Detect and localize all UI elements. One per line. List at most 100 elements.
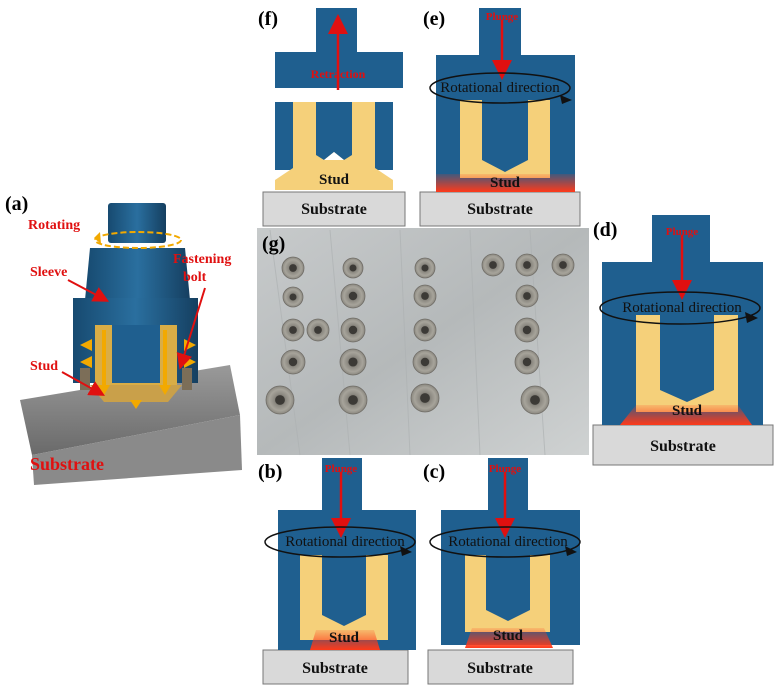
- sleeve-f-core: [316, 102, 352, 160]
- substrate-d-label: Substrate: [650, 438, 716, 455]
- stud-sample-hole: [489, 261, 497, 269]
- panel-c-label: (c): [423, 461, 445, 483]
- panel-a-label: (a): [5, 193, 28, 215]
- panel-f-label: (f): [258, 8, 278, 30]
- rotation-ellipse-c: [429, 526, 581, 558]
- substrate-label: Substrate: [30, 454, 104, 474]
- plunge-b-label: Plunge: [325, 463, 358, 475]
- panel-c: (c) Substrate Stud Plunge Rotational dir…: [423, 458, 581, 685]
- panel-b-label: (b): [258, 461, 282, 483]
- rotation-e-label: Rotational direction: [440, 80, 560, 96]
- stud-sample-hole: [421, 292, 429, 300]
- rotation-ellipse-b: [264, 526, 416, 558]
- substrate-b: [262, 649, 409, 685]
- substrate-b-label: Substrate: [302, 660, 368, 677]
- substrate-e: [419, 191, 581, 227]
- sleeve-f-right: [375, 102, 393, 170]
- panel-d: (d) Substrate Stud Plunge Rotational dir…: [592, 215, 774, 466]
- stud-sample-hole: [289, 264, 297, 272]
- stud-sample-hole: [348, 291, 358, 301]
- heat-zone-c: [465, 628, 553, 648]
- stud-e-label: Stud: [490, 175, 521, 191]
- sleeve-b-core: [322, 555, 366, 626]
- fastening-label-1: Fastening: [173, 252, 231, 267]
- stud-sample-hole: [420, 357, 430, 367]
- stud-b-label: Stud: [329, 630, 360, 646]
- rotation-ellipse-e: [429, 72, 571, 104]
- rotation-head-b: [400, 546, 412, 556]
- sleeve-d-core: [660, 315, 714, 402]
- stud-sample-hole: [530, 395, 540, 405]
- thread-right: [182, 368, 192, 390]
- sleeve-shoulder: [85, 248, 190, 300]
- rotation-head-d: [745, 312, 758, 323]
- panel-e-label: (e): [423, 8, 445, 30]
- stud-sample-hole: [289, 293, 297, 301]
- stud-f-gap: [324, 152, 344, 160]
- stud-d-label: Stud: [672, 403, 703, 419]
- stud-sample-hole: [421, 264, 429, 272]
- sleeve-f-left: [275, 102, 293, 170]
- thread-left: [80, 368, 90, 390]
- panel-e: (e) Substrate Stud Plunge Rotational dir…: [419, 8, 581, 227]
- stud-core: [112, 325, 160, 383]
- substrate-c-label: Substrate: [467, 660, 533, 677]
- rotation-ellipse: [94, 231, 182, 249]
- rotation-c-label: Rotational direction: [448, 534, 568, 550]
- stud-c-label: Stud: [493, 628, 524, 644]
- rotating-label: Rotating: [28, 218, 80, 233]
- stud-sample-hole: [522, 325, 532, 335]
- stud-sample-hole: [522, 357, 532, 367]
- panel-b: (b) Substrate Stud Plunge Rotational dir…: [258, 458, 416, 685]
- stud-sample-hole: [559, 261, 567, 269]
- stud-f-label: Stud: [319, 172, 350, 188]
- heat-zone-b: [310, 630, 380, 650]
- plunge-d-label: Plunge: [666, 226, 699, 238]
- panel-d-label: (d): [593, 219, 617, 241]
- plunge-c-label: Plunge: [489, 463, 522, 475]
- rotation-arrowhead: [94, 232, 101, 244]
- panel-g: (g): [257, 228, 589, 456]
- bolt-pointer: [176, 287, 206, 370]
- stud-sample-hole: [523, 261, 531, 269]
- stud-sample-hole: [348, 395, 358, 405]
- rotation-d-label: Rotational direction: [622, 300, 742, 316]
- fastening-label-2: bolt: [183, 270, 207, 285]
- sleeve-pointer: [67, 279, 110, 302]
- stud-photo-grid: [265, 253, 575, 415]
- stud-label: Stud: [30, 359, 58, 374]
- retraction-label: Retraction: [311, 67, 366, 81]
- stud-sample-hole: [348, 357, 358, 367]
- stud-sample-hole: [289, 326, 297, 334]
- substrate-e-label: Substrate: [467, 201, 533, 218]
- substrate-c: [427, 649, 574, 685]
- stud-sample-hole: [421, 326, 429, 334]
- stud-pointer: [61, 371, 105, 396]
- sleeve-c-core: [486, 555, 530, 621]
- panel-a: (a) Rotating: [5, 193, 242, 485]
- stud-flange: [90, 385, 182, 402]
- rotation-head-c: [565, 546, 577, 556]
- rotation-b-label: Rotational direction: [285, 534, 405, 550]
- heat-zone-d: [620, 405, 752, 425]
- substrate-d: [592, 424, 774, 466]
- substrate-f: [262, 191, 406, 227]
- stud-sample-hole: [348, 325, 358, 335]
- panel-f: (f) Substrate Stud Retraction: [258, 8, 406, 227]
- stud-sample-hole: [420, 393, 430, 403]
- sleeve-e-core: [482, 100, 528, 172]
- substrate-f-label: Substrate: [301, 201, 367, 218]
- stud-sample-hole: [349, 264, 357, 272]
- rotation-head-e: [560, 95, 572, 104]
- stud-sample-hole: [314, 326, 322, 334]
- stud-sample-hole: [275, 395, 285, 405]
- stud-sample-hole: [288, 357, 298, 367]
- stud-sample-hole: [523, 292, 531, 300]
- sleeve-label: Sleeve: [30, 265, 67, 280]
- panel-g-label: (g): [262, 233, 285, 255]
- substrate-front: [32, 415, 242, 485]
- heat-zone-e: [436, 174, 575, 192]
- rotation-ellipse-d: [599, 291, 761, 325]
- plunge-e-label: Plunge: [486, 11, 519, 23]
